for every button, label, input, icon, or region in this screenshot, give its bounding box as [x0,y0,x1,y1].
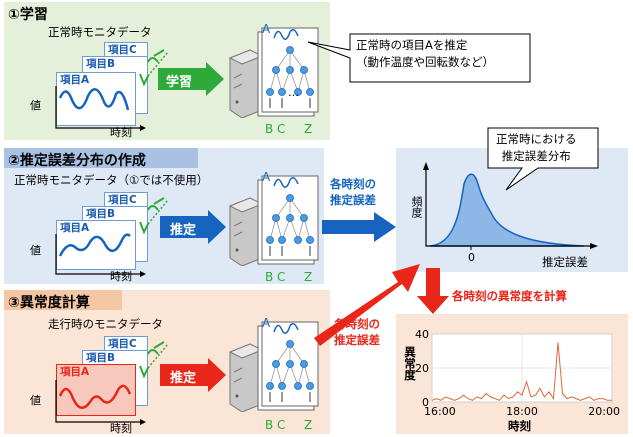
section2-time-label: 時刻 [110,270,132,283]
anomaly-ytick-label: 0 [422,396,429,409]
section1-nn-z: Z [304,122,313,136]
section3-nn-c: C [277,418,286,432]
section1-item-c: 項目C [108,44,137,56]
section1-axes [55,86,140,129]
anomaly-ytick-label: 20 [415,362,429,375]
section1-item-b: 項目B [86,58,116,70]
distribution-xlabel: 推定誤差 [542,255,588,269]
section2-item-a: 項目A [60,222,90,234]
section1-time-label: 時刻 [110,126,132,139]
anomaly-ytick-label: 40 [415,328,429,341]
section1-callout-text: 正常時の項目Aを推定 （動作温度や回転数など） [356,38,494,69]
section1-title: ①学習 [8,7,48,23]
section1-card-a: 項目A [56,72,136,126]
section1-nn-b: B [265,122,274,136]
section1-arrow-label: 学習 [166,75,193,90]
section2-series-a [58,233,131,257]
distribution-zero: 0 [468,251,475,264]
section3-title-bar [4,290,122,310]
anomaly-xlabel: 時刻 [508,419,531,433]
section2-nn-b: B [265,270,274,284]
section3-time-label: 時刻 [110,422,132,435]
section2-output-arrow [322,212,396,242]
section1-dotted [147,51,169,77]
distribution-panel [396,148,628,272]
section2-output-label: 各時刻の 推定誤差 [330,177,376,207]
section3-title: ③異常度計算 [8,295,90,311]
section3-item-b: 項目B [86,352,116,364]
section2-arrow-label: 推定 [170,223,197,238]
section2-title-bar [4,148,198,168]
distribution-axes [425,168,592,247]
anomaly-ylabel: 異常度 [403,346,417,381]
section2-card-a: 項目A [56,220,136,270]
section2-item-b: 項目B [86,208,116,220]
section3-nn-top: A [262,316,271,330]
section2-item-c: 項目C [108,194,137,206]
section3-output-label: 各時刻の 推定誤差 [334,317,380,347]
section1-series-c [147,49,165,63]
section1-nn-c: C [277,122,286,136]
section1-nn-top: A [262,22,271,36]
section1-monitor-label: 正常時モニタデータ [48,25,152,39]
section3-monitor-label: 走行時のモニタデータ [48,317,163,331]
section3-server-icon [228,343,264,412]
section2-server-icon [228,197,264,266]
section1-arrow [158,62,224,96]
section2-network-icon [257,175,319,265]
anomaly-down-arrow [417,268,449,314]
section3-value-label: 値 [30,394,41,407]
anomaly-chart: 0 20 40 16:00 18:00 20:00 [415,328,620,418]
section2-title: ②推定誤差分布の作成 [8,153,146,169]
section2-nn-top: A [262,170,271,184]
anomaly-series-line [431,342,612,401]
section2-monitor-label: 正常時モニタデータ（①では不使用） [14,173,209,187]
distribution-callout-text: 正常時における 推定誤差分布 [496,132,577,163]
section1-callout-box [307,33,531,83]
anomaly-xtick-label: 16:00 [424,405,456,418]
section2-arrow [160,210,226,244]
section1-value-label: 値 [30,99,41,112]
distribution-curve [429,173,585,247]
section3-series-a [58,384,132,409]
section3-arrow-label: 推定 [170,371,197,386]
section3-network-icon [257,321,319,411]
section2-nn-c: C [277,270,286,284]
section3-chart-svg [55,341,169,425]
section3-output-arrow [314,264,420,346]
section2-value-label: 値 [30,244,41,257]
section1-nn-dots: … [288,86,299,99]
distribution-ylabel: 頻度 [410,196,423,218]
section2-nn-z: Z [304,270,313,284]
section3-item-a: 項目A [60,366,90,378]
section3-nn-z: Z [304,418,313,432]
section3-nn-b: B [265,418,274,432]
section1-series-a [58,88,130,111]
section3-arrow [160,358,226,392]
anomaly-xtick-label: 20:00 [588,405,620,418]
section3-item-c: 項目C [108,338,137,350]
section1-chart-svg [55,49,169,131]
anomaly-xtick-label: 18:00 [506,405,538,418]
section1-item-a: 項目A [60,74,90,86]
distribution-callout-box [487,127,599,191]
section1-series-b [139,73,149,87]
section2-chart-svg [55,197,169,277]
anomaly-arrow-label: 各時刻の異常度を計算 [452,289,567,303]
distribution-chart [423,162,598,250]
